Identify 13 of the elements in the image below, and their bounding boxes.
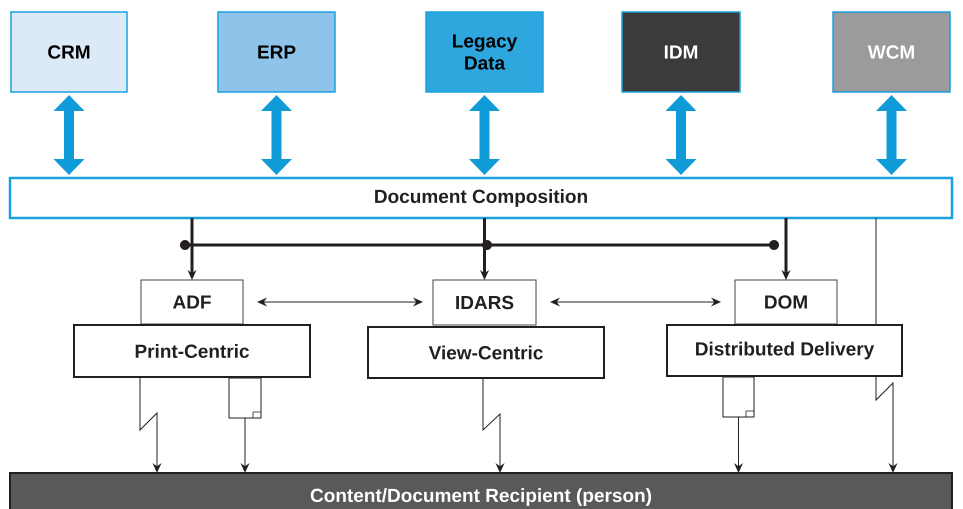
system-box: WCM — [832, 11, 951, 93]
system-box: Legacy Data — [425, 11, 544, 93]
module-tab: IDARS — [432, 280, 536, 326]
document-icon — [722, 376, 754, 418]
recipient-bar: Content/Document Recipient (person) — [9, 472, 954, 509]
system-box: ERP — [217, 11, 336, 93]
system-box: IDM — [621, 11, 741, 93]
composition-bar: Document Composition — [8, 176, 954, 220]
system-box: CRM — [10, 11, 128, 93]
module-tab: DOM — [734, 280, 838, 324]
module-tab: ADF — [140, 280, 244, 324]
document-icon — [228, 378, 262, 418]
junction-bus — [180, 240, 779, 250]
